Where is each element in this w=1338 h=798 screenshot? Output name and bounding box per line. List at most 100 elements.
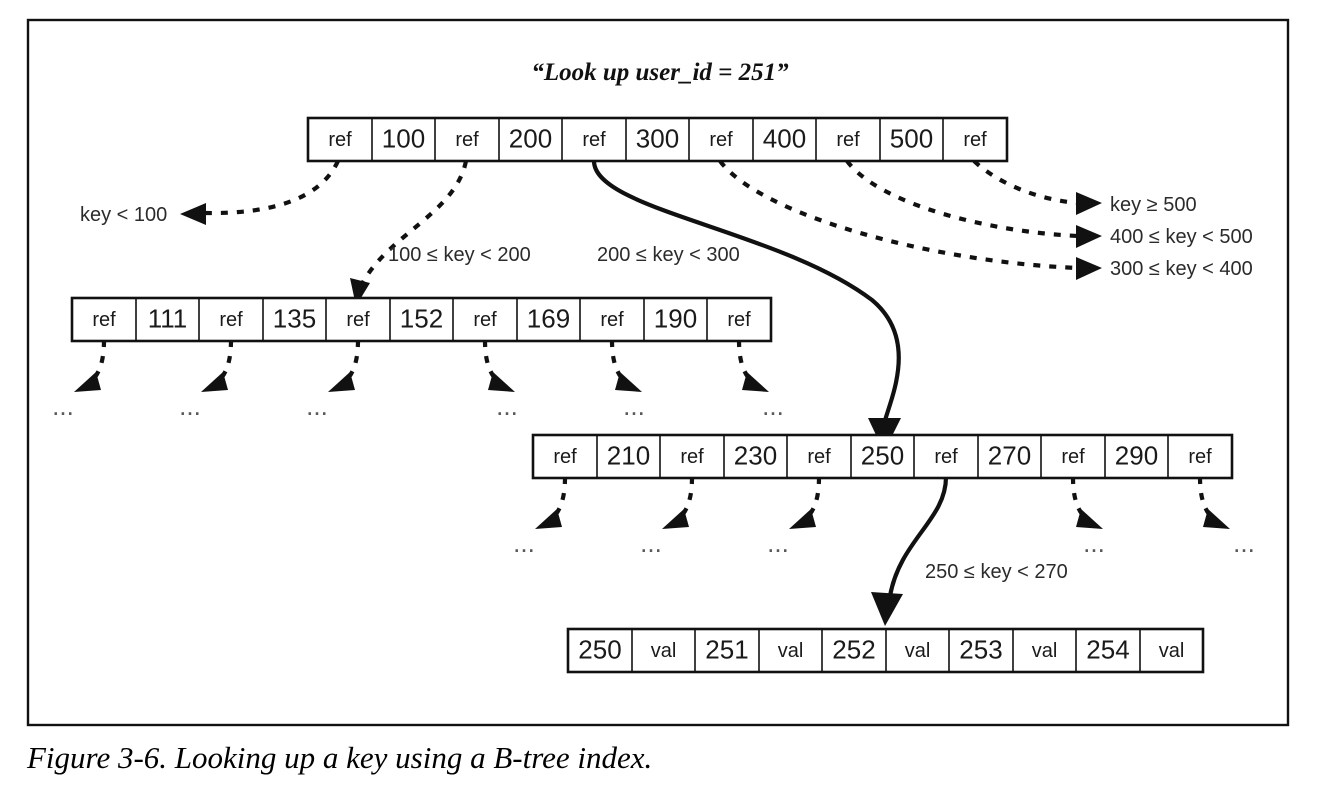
node-cell-val[interactable]: val (905, 640, 931, 662)
ellipsis-marker: ... (1083, 528, 1105, 558)
arrowhead-l3-child-2 (662, 509, 689, 529)
node-cell-ref[interactable]: ref (473, 309, 497, 331)
node-cell-key[interactable]: 400 (763, 123, 806, 153)
node-cell-ref[interactable]: ref (600, 309, 624, 331)
node-cell-key[interactable]: 270 (988, 440, 1031, 470)
node-cell-key[interactable]: 135 (273, 303, 316, 333)
node-cell-key[interactable]: 100 (382, 123, 425, 153)
arrowhead-l3-child-3 (789, 509, 816, 529)
ellipsis-marker: ... (640, 528, 662, 558)
node-cell-key[interactable]: 111 (148, 303, 188, 333)
node-cell-key[interactable]: 169 (527, 303, 570, 333)
node-cell-key[interactable]: 251 (705, 634, 748, 664)
ellipsis-marker: ... (513, 528, 535, 558)
node-cell-key[interactable]: 250 (578, 634, 621, 664)
node-cell-key[interactable]: 254 (1086, 634, 1129, 664)
figure-caption: Figure 3-6. Looking up a key using a B-t… (27, 740, 653, 775)
edge-range-400-500 (845, 159, 1079, 239)
ellipsis-marker: ... (623, 391, 645, 421)
level2-ellipsis-row: .................. (52, 391, 784, 421)
edge-l2-child-3 (344, 339, 361, 383)
ellipsis-marker: ... (762, 391, 784, 421)
node-cell-key[interactable]: 250 (861, 440, 904, 470)
node-cell-ref[interactable]: ref (582, 129, 606, 151)
edge-key-ge-500 (972, 159, 1079, 206)
label-range-100-200: 100 ≤ key < 200 (388, 244, 531, 266)
node-cell-key[interactable]: 300 (636, 123, 679, 153)
label-range-400-500: 400 ≤ key < 500 (1110, 226, 1253, 248)
edge-l3-child-2 (678, 476, 695, 520)
node-cell-key[interactable]: 152 (400, 303, 443, 333)
node-cell-ref[interactable]: ref (709, 129, 733, 151)
arrowhead-l3-child-1 (535, 509, 562, 529)
arrowhead-l3-child-5 (1076, 509, 1103, 529)
edge-l3-child-1 (551, 476, 568, 520)
node-cell-val[interactable]: val (1159, 640, 1185, 662)
arrowhead-key-ge-500 (1076, 192, 1102, 215)
node-outline (70, 296, 773, 343)
node-cell-ref[interactable]: ref (727, 309, 751, 331)
query-title: “Look up user_id = 251” (531, 59, 789, 86)
node-cell-key[interactable]: 200 (509, 123, 552, 153)
arrowhead-l3-child-6 (1203, 509, 1230, 529)
root-node[interactable]: ref 100 ref 200 ref 300 ref 400 ref 500 ref (306, 116, 1009, 163)
node-cell-val[interactable]: val (1032, 640, 1058, 662)
node-cell-ref[interactable]: ref (1061, 446, 1085, 468)
node-cell-key[interactable]: 252 (832, 634, 875, 664)
arrowhead-range-300-400 (1076, 257, 1102, 280)
node-cell-ref[interactable]: ref (807, 446, 831, 468)
node-cell-ref[interactable]: ref (680, 446, 704, 468)
node-cell-key[interactable]: 290 (1115, 440, 1158, 470)
node-cell-key[interactable]: 190 (654, 303, 697, 333)
edge-l2-child-6 (736, 339, 753, 383)
leaf-node[interactable]: 250 val 251 val 252 val 253 val 254 val (566, 627, 1205, 674)
ellipsis-marker: ... (52, 391, 74, 421)
arrowhead-lookup-250-270 (871, 592, 903, 626)
edge-range-100-200 (358, 160, 469, 289)
arrowhead-l2-child-5 (615, 372, 642, 392)
arrowhead-l2-child-6 (742, 372, 769, 392)
node-cell-ref[interactable]: ref (836, 129, 860, 151)
node-cell-val[interactable]: val (651, 640, 677, 662)
label-range-200-300: 200 ≤ key < 300 (597, 244, 740, 266)
node-cell-ref[interactable]: ref (92, 309, 116, 331)
ellipsis-marker: ... (306, 391, 328, 421)
label-range-300-400: 300 ≤ key < 400 (1110, 258, 1253, 280)
ellipsis-marker: ... (496, 391, 518, 421)
edge-key-lt-100 (204, 160, 340, 216)
node-cell-key[interactable]: 253 (959, 634, 1002, 664)
level3-child-edges (535, 476, 1230, 529)
node-cell-ref[interactable]: ref (963, 129, 987, 151)
edge-lookup-200-300 (591, 160, 901, 425)
node-cell-key[interactable]: 210 (607, 440, 650, 470)
edge-l3-child-6 (1197, 476, 1214, 520)
node-cell-ref[interactable]: ref (934, 446, 958, 468)
level2-child-edges (74, 339, 769, 392)
arrowhead-l2-child-4 (488, 372, 515, 392)
level3-ellipsis-row: ............... (513, 528, 1255, 558)
edge-l2-child-1 (90, 339, 107, 383)
ellipsis-marker: ... (1233, 528, 1255, 558)
node-cell-ref[interactable]: ref (346, 309, 370, 331)
edge-l3-child-3 (805, 476, 822, 520)
node-cell-ref[interactable]: ref (328, 129, 352, 151)
edge-l2-child-2 (217, 339, 234, 383)
arrowhead-range-400-500 (1076, 225, 1102, 248)
edge-lookup-250-270 (887, 476, 949, 597)
arrowhead-l2-child-3 (328, 372, 355, 392)
node-cell-ref[interactable]: ref (455, 129, 479, 151)
label-range-250-270: 250 ≤ key < 270 (925, 561, 1068, 583)
figure-border (26, 18, 1290, 727)
internal-node-left[interactable]: ref 111 ref 135 ref 152 ref 169 ref 190 ref (70, 296, 773, 343)
node-cell-ref[interactable]: ref (1188, 446, 1212, 468)
node-cell-ref[interactable]: ref (553, 446, 577, 468)
node-cell-ref[interactable]: ref (219, 309, 243, 331)
node-cell-key[interactable]: 230 (734, 440, 777, 470)
ellipsis-marker: ... (767, 528, 789, 558)
internal-node-middle[interactable]: ref 210 ref 230 ref 250 ref 270 ref 290 ref (531, 433, 1234, 480)
node-cell-val[interactable]: val (778, 640, 804, 662)
node-outline (531, 433, 1234, 480)
node-cell-key[interactable]: 500 (890, 123, 933, 153)
